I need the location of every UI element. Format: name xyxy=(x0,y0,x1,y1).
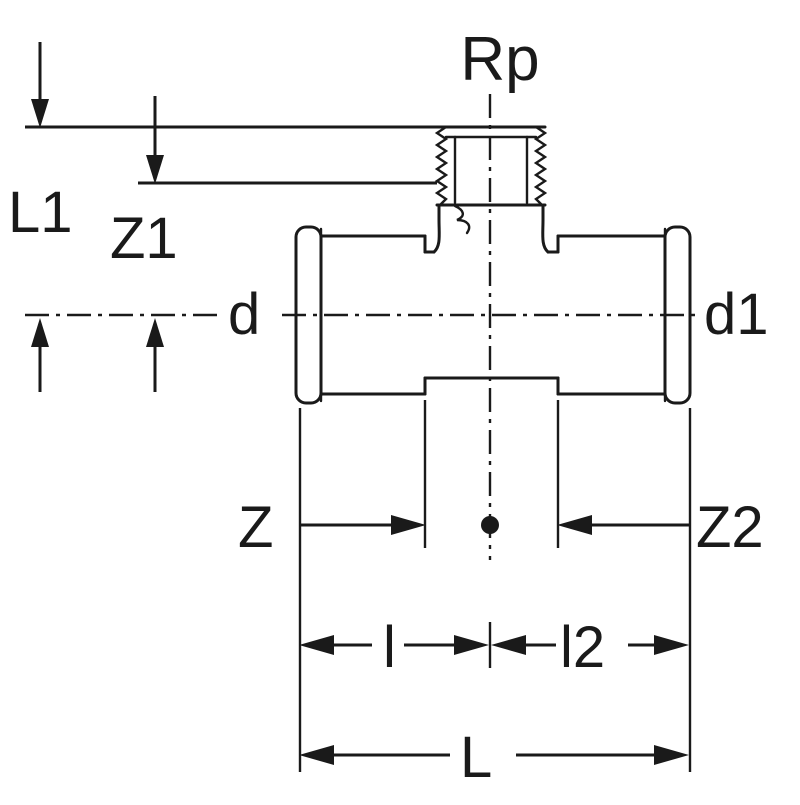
z1-arrowhead-down xyxy=(146,155,164,184)
z1-arrowhead-up xyxy=(146,318,164,347)
fitting-branch xyxy=(432,125,550,254)
l1-arrowhead-down xyxy=(31,99,49,128)
l-arrowhead-left xyxy=(299,635,334,655)
labels: Rp L1 Z1 d d1 Z Z2 l l2 L xyxy=(8,25,769,790)
label-z1: Z1 xyxy=(110,206,178,271)
total-length-arrowhead-right xyxy=(654,745,689,765)
label-d1: d1 xyxy=(704,282,769,347)
center-reference-dot xyxy=(481,516,499,534)
dimension-l-l2 xyxy=(299,635,689,655)
label-l-small: l xyxy=(383,615,396,680)
label-d: d xyxy=(228,282,260,347)
centerlines xyxy=(25,94,700,560)
branch-flare-left xyxy=(432,218,441,254)
label-z: Z xyxy=(238,495,273,560)
label-total-length: L xyxy=(460,725,492,790)
z2-arrowhead-left xyxy=(557,515,592,535)
dimension-l1-z1 xyxy=(25,42,437,392)
thread-hatching-right xyxy=(533,125,548,206)
l-arrowhead-right xyxy=(454,635,489,655)
z-arrowhead-right xyxy=(391,515,426,535)
fitting-body xyxy=(294,225,692,405)
dimension-z-z2 xyxy=(300,515,690,535)
l2-arrowhead-left xyxy=(491,635,526,655)
extension-lines xyxy=(298,400,692,772)
thread-hatching-left xyxy=(434,125,449,206)
label-l2-small: l2 xyxy=(560,615,605,680)
label-thread-rp: Rp xyxy=(460,25,539,94)
l1-arrowhead-up xyxy=(31,318,49,347)
branch-squiggle-mark xyxy=(453,204,471,235)
dimension-total-length xyxy=(299,745,689,765)
l2-arrowhead-right xyxy=(654,635,689,655)
branch-flare-right xyxy=(541,218,550,254)
total-length-arrowhead-left xyxy=(299,745,334,765)
label-l1: L1 xyxy=(8,180,73,245)
label-z2: Z2 xyxy=(696,495,764,560)
